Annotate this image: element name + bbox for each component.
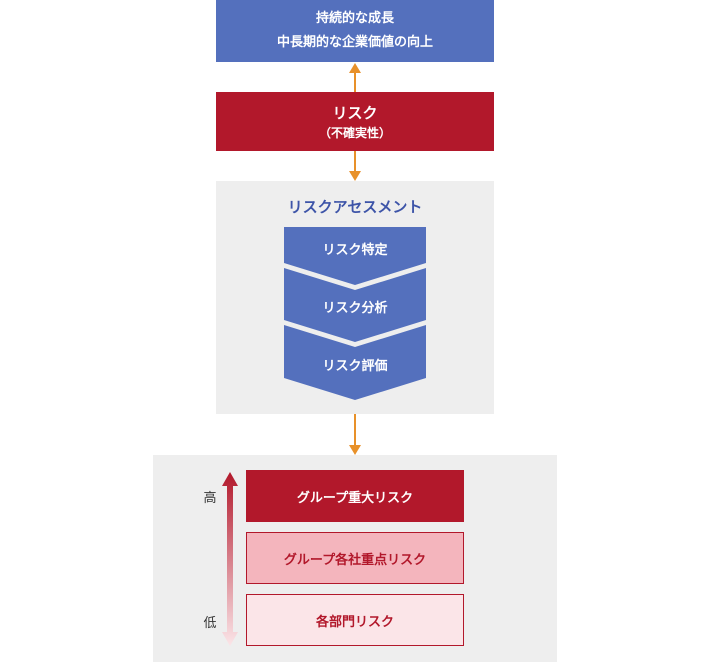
level-group-company-risk: グループ各社重点リスク [246, 532, 464, 584]
step-shape-evaluate [284, 325, 426, 400]
step-evaluate-label: リスク評価 [322, 359, 388, 374]
goal-box: 持続的な成長 中長期的な企業価値の向上 [216, 0, 494, 62]
risk-subtitle: （不確実性） [318, 125, 391, 140]
goal-line-1: 持続的な成長 [315, 11, 394, 26]
low-label: 低 [203, 616, 217, 631]
high-label: 高 [203, 491, 217, 506]
arrow-risk-to-assessment [349, 151, 361, 181]
goal-line-2: 中長期的な企業価値の向上 [276, 35, 433, 50]
level-department-risk: 各部門リスク [246, 594, 464, 646]
risk-title: リスク [332, 103, 378, 122]
arrow-risk-to-goal [349, 63, 361, 92]
risk-box: リスク （不確実性） [216, 92, 494, 151]
step-shape-analyze [284, 268, 426, 342]
arrow-assessment-to-levels [349, 414, 361, 455]
step-identify-label: リスク特定 [322, 243, 388, 258]
level-group-major-risk: グループ重大リスク [246, 470, 464, 522]
step-shape-identify [284, 227, 426, 285]
priority-gradient-arrow [222, 472, 238, 646]
assessment-title: リスクアセスメント [287, 198, 423, 216]
step-analyze-label: リスク分析 [322, 301, 388, 316]
